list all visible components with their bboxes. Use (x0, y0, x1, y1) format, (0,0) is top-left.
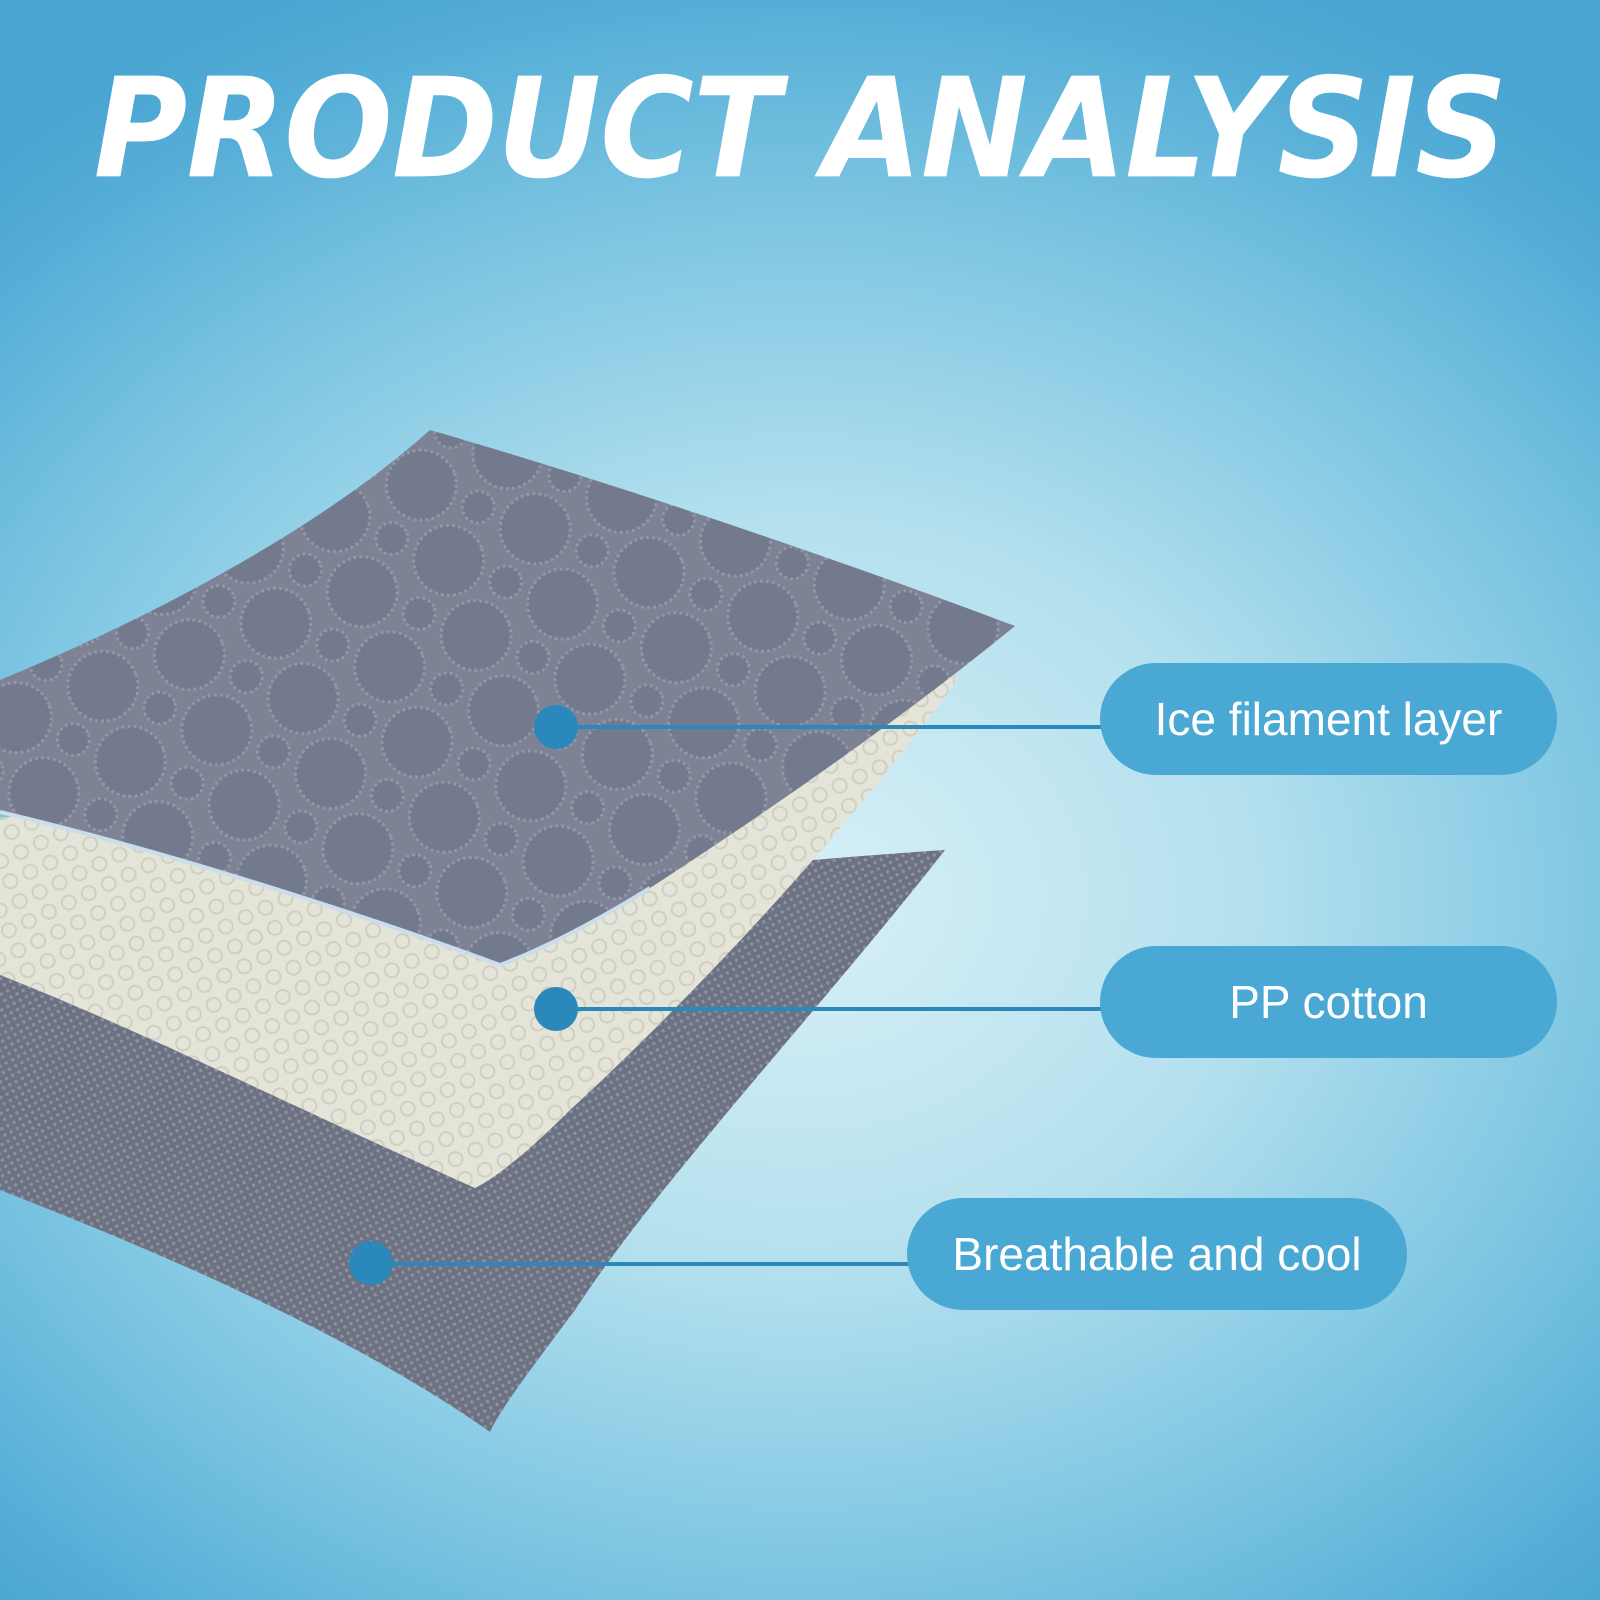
connector-line-ice-filament (556, 725, 1106, 729)
label-breathable-and-cool: Breathable and cool (907, 1198, 1407, 1310)
marker-dot-ice-filament (534, 705, 578, 749)
top-ice-filament-layer (0, 430, 1015, 965)
connector-line-breathable (372, 1262, 920, 1266)
marker-dot-breathable (349, 1241, 393, 1285)
page-title: PRODUCT ANALYSIS (93, 48, 1508, 210)
marker-dot-pp-cotton (534, 987, 578, 1031)
label-ice-filament-layer: Ice filament layer (1100, 663, 1557, 775)
label-pp-cotton: PP cotton (1100, 946, 1557, 1058)
connector-line-pp-cotton (556, 1007, 1106, 1011)
top-layer-edge-highlight (0, 810, 652, 968)
